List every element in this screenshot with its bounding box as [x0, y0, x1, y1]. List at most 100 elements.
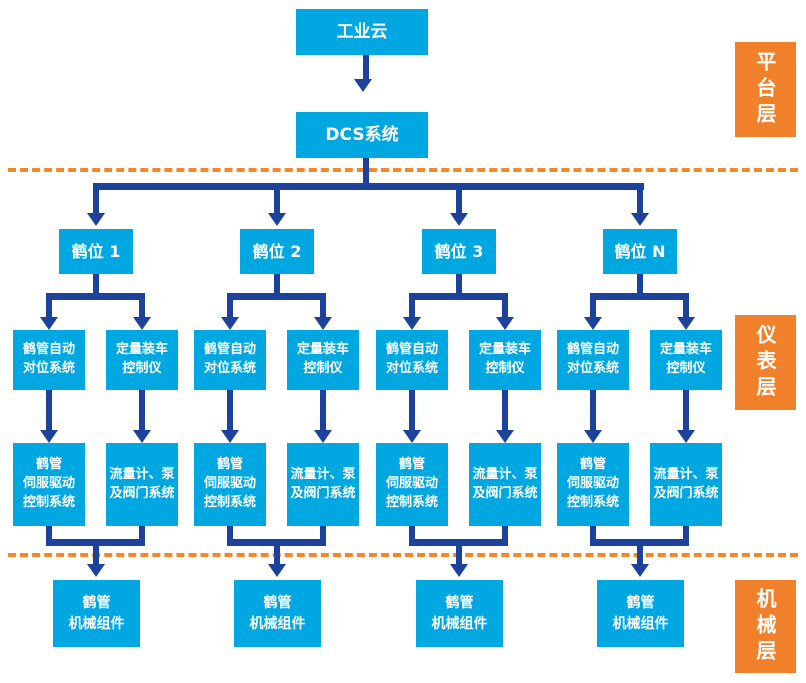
arrow-shaft [456, 190, 462, 215]
arrow-shaft [274, 190, 280, 215]
flow-pump-valve-box: 流量计、泵 及阀门系统 [650, 443, 722, 526]
arrow-down-icon [403, 430, 421, 443]
arrow-shaft [139, 293, 145, 319]
arrow-shaft [227, 390, 233, 430]
arrow-shaft [590, 293, 596, 319]
arrow-down-icon [403, 317, 421, 330]
arrow-shaft [227, 293, 233, 319]
dcs-system-box: DCS系统 [296, 112, 428, 158]
arrow-down-icon [314, 317, 332, 330]
arrow-down-icon [631, 564, 649, 577]
station-box: 鹤位 2 [240, 229, 314, 274]
station-branch-2: 鹤位 2 鹤管自动 对位系统 定量装车 控制仪 鹤管 伺服驱动 控制系统 流量计… [186, 229, 368, 647]
station-branch-1: 鹤位 1 鹤管自动 对位系统 定量装车 控制仪 鹤管 伺服驱动 控制系统 流量计… [5, 229, 187, 647]
servo-drive-control-box: 鹤管 伺服驱动 控制系统 [13, 443, 85, 526]
industrial-cloud-box: 工业云 [296, 9, 428, 55]
arrow-down-icon [584, 317, 602, 330]
merge-connector-left [46, 526, 52, 542]
station-down-connector [456, 274, 462, 293]
station-down-connector [637, 274, 643, 293]
mechanical-components-box: 鹤管 机械组件 [416, 580, 503, 647]
station-branch-3: 鹤位 3 鹤管自动 对位系统 定量装车 控制仪 鹤管 伺服驱动 控制系统 流量计… [368, 229, 550, 647]
station-down-connector [93, 274, 99, 293]
arrow-shaft [683, 293, 689, 319]
arrow-shaft [363, 55, 369, 81]
arrow-shaft [46, 390, 52, 430]
arrow-down-icon [268, 213, 286, 226]
arrow-shaft [502, 390, 508, 430]
arrow-down-icon [221, 317, 239, 330]
loading-controller-box: 定量装车 控制仪 [650, 330, 722, 390]
arrow-shaft [409, 293, 415, 319]
mechanical-components-box: 鹤管 机械组件 [234, 580, 321, 647]
station-box: 鹤位 3 [422, 229, 496, 274]
servo-drive-control-box: 鹤管 伺服驱动 控制系统 [557, 443, 629, 526]
mechanical-components-box: 鹤管 机械组件 [597, 580, 684, 647]
split-bar [409, 293, 508, 300]
arrow-shaft [320, 293, 326, 319]
station-box: 鹤位 1 [59, 229, 133, 274]
station-box: 鹤位 N [603, 229, 677, 274]
split-bar [227, 293, 326, 300]
arrow-shaft [409, 390, 415, 430]
arrow-down-icon [496, 430, 514, 443]
arrow-shaft [93, 539, 99, 566]
arrow-down-icon [631, 213, 649, 226]
merge-connector-right [502, 526, 508, 542]
arrow-down-icon [40, 430, 58, 443]
arrow-shaft [683, 390, 689, 430]
mechanical-components-box: 鹤管 机械组件 [53, 580, 140, 647]
arrow-down-icon [677, 430, 695, 443]
hose-auto-align-box: 鹤管自动 对位系统 [557, 330, 629, 390]
platform-layer-label: 平台层 [735, 42, 796, 137]
arrow-shaft [93, 190, 99, 215]
platform-instrument-separator [8, 168, 798, 172]
arrow-shaft [46, 293, 52, 319]
arrow-shaft [637, 190, 643, 215]
arrow-down-icon [496, 317, 514, 330]
arrow-shaft [139, 390, 145, 430]
loading-controller-box: 定量装车 控制仪 [106, 330, 178, 390]
flow-pump-valve-box: 流量计、泵 及阀门系统 [469, 443, 541, 526]
arrow-down-icon [87, 213, 105, 226]
arrow-down-icon [87, 564, 105, 577]
arrow-shaft [320, 390, 326, 430]
station-branch-n: 鹤位 N 鹤管自动 对位系统 定量装车 控制仪 鹤管 伺服驱动 控制系统 流量计… [549, 229, 731, 647]
arrow-down-icon [268, 564, 286, 577]
arrow-down-icon [450, 213, 468, 226]
hose-auto-align-box: 鹤管自动 对位系统 [194, 330, 266, 390]
arrow-down-icon [314, 430, 332, 443]
merge-connector-left [227, 526, 233, 542]
arrow-down-icon [133, 430, 151, 443]
arrow-shaft [456, 539, 462, 566]
distribution-bar [93, 183, 644, 190]
arrow-down-icon [677, 317, 695, 330]
merge-connector-left [590, 526, 596, 542]
arrow-down-icon [354, 79, 372, 92]
hose-auto-align-box: 鹤管自动 对位系统 [376, 330, 448, 390]
arrow-shaft [637, 539, 643, 566]
flow-pump-valve-box: 流量计、泵 及阀门系统 [287, 443, 359, 526]
merge-connector-left [409, 526, 415, 542]
hose-auto-align-box: 鹤管自动 对位系统 [13, 330, 85, 390]
servo-drive-control-box: 鹤管 伺服驱动 控制系统 [376, 443, 448, 526]
loading-controller-box: 定量装车 控制仪 [469, 330, 541, 390]
flow-pump-valve-box: 流量计、泵 及阀门系统 [106, 443, 178, 526]
arrow-shaft [274, 539, 280, 566]
instrument-layer-label: 仪表层 [735, 315, 796, 410]
station-down-connector [274, 274, 280, 293]
arrow-shaft [590, 390, 596, 430]
mechanical-layer-label: 机械层 [735, 580, 796, 673]
arrow-down-icon [40, 317, 58, 330]
arrow-down-icon [221, 430, 239, 443]
servo-drive-control-box: 鹤管 伺服驱动 控制系统 [194, 443, 266, 526]
merge-connector-right [320, 526, 326, 542]
arrow-down-icon [450, 564, 468, 577]
arrow-down-icon [584, 430, 602, 443]
split-bar [46, 293, 145, 300]
instrument-mechanical-separator [8, 553, 798, 557]
merge-connector-right [683, 526, 689, 542]
split-bar [590, 293, 689, 300]
merge-connector-right [139, 526, 145, 542]
